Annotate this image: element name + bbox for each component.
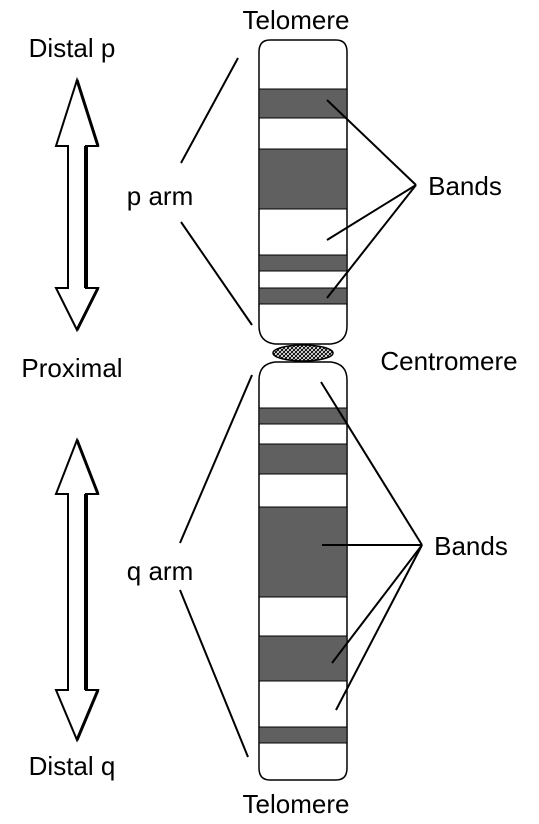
bands-p-label: Bands [428,171,502,201]
bands-q-label: Bands [434,531,508,561]
p-bands-pointers [326,99,417,299]
q-band-4 [258,635,348,682]
q-direction-arrow [54,437,100,743]
p-band-2 [258,148,348,210]
q-arm-label: q arm [127,556,193,586]
telomere-top-label: Telomere [243,5,350,35]
p-band-3 [258,254,348,272]
q-arm-bracket [179,374,253,758]
centromere [272,344,334,362]
q-band-5 [258,726,348,744]
centromere-label: Centromere [380,346,517,376]
p-arm-bracket [180,57,253,326]
p-direction-arrow [54,76,100,333]
q-band-1 [258,407,348,425]
p-band-1 [258,88,348,119]
q-band-2 [258,443,348,475]
q-band-3 [258,506,348,598]
q-arm-chromatid [258,361,348,781]
q-bands-pointers [320,381,423,711]
p-band-4 [258,287,348,305]
proximal-label: Proximal [21,353,122,383]
p-arm-label: p arm [127,181,193,211]
distal-q-label: Distal q [29,751,116,781]
p-arm-chromatid [258,39,348,345]
telomere-bottom-label: Telomere [243,789,350,819]
distal-p-label: Distal p [29,33,116,63]
